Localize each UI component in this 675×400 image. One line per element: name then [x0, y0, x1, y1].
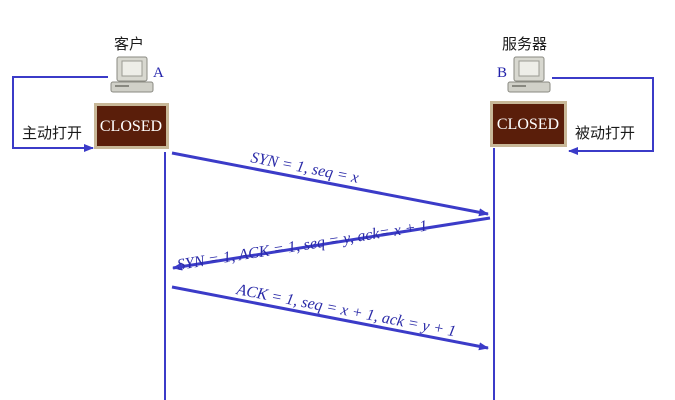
syn-ack-arrow [172, 216, 491, 271]
ack-label: ACK = 1, seq = x + 1, ack = y + 1 [234, 281, 457, 340]
syn-arrow [171, 151, 489, 217]
syn-label: SYN = 1, seq = x [249, 149, 360, 187]
server-title: 服务器 [502, 35, 547, 53]
server-state-box [490, 101, 567, 147]
client-open-loop [12, 76, 108, 152]
client-state-box [94, 103, 169, 149]
client-computer-icon [110, 56, 154, 93]
server-action-label: 被动打开 [575, 124, 635, 142]
client-action-label: 主动打开 [22, 124, 82, 142]
client-state-label: CLOSED [100, 118, 162, 135]
server-computer-icon [507, 56, 551, 93]
server-open-loop [552, 77, 654, 155]
server-letter: B [497, 65, 507, 81]
syn-ack-label: SYN = 1, ACK = 1, seq = y, ack= x + 1 [176, 218, 429, 274]
client-title: 客户 [114, 35, 144, 53]
ack-arrow [171, 285, 489, 351]
server-state-label: CLOSED [497, 116, 559, 133]
client-letter: A [153, 65, 164, 81]
